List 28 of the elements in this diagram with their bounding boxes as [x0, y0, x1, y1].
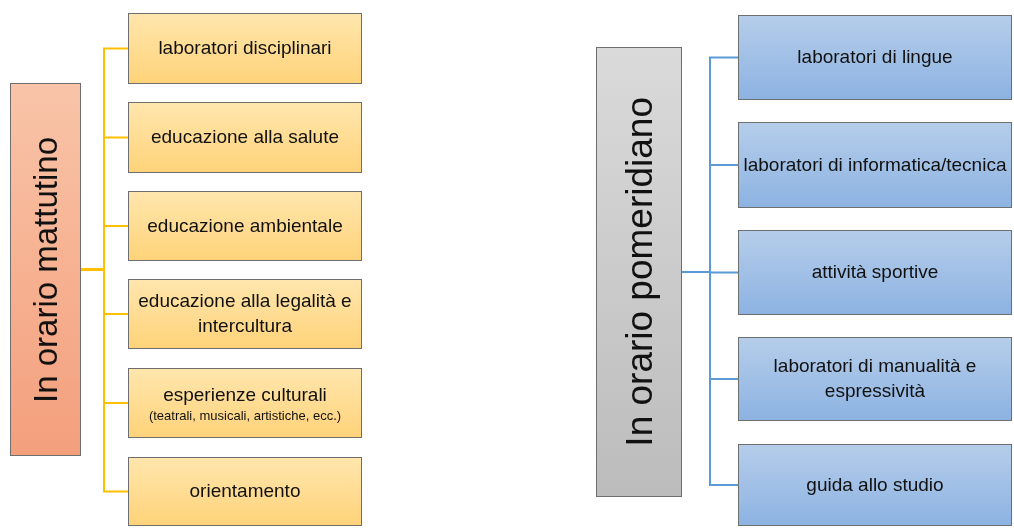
activity-box: [738, 230, 1012, 315]
activity-box: [128, 13, 362, 84]
connector-line: [681, 271, 739, 486]
activity-label: laboratori di informatica/tecnica: [743, 152, 1007, 177]
activity-label: attività sportive: [811, 260, 939, 285]
activity-label: laboratori di lingue: [797, 45, 953, 70]
activity-box: [128, 191, 362, 261]
activity-label: educazione alla salute: [151, 125, 339, 150]
activity-box: [128, 457, 362, 526]
activity-label: esperienze culturali: [163, 382, 327, 407]
category-box: [10, 83, 81, 456]
activity-box: [128, 279, 362, 349]
category-label: In orario pomeridiano: [620, 97, 658, 447]
activity-box: [738, 444, 1012, 526]
activity-label: educazione ambientale: [147, 213, 343, 238]
activity-note: (teatrali, musicali, artistiche, ecc.): [148, 407, 342, 424]
category-label: In orario mattutino: [29, 136, 62, 403]
activity-label: orientamento: [189, 479, 301, 504]
activity-label: laboratori di manualità e espressività: [772, 354, 978, 403]
activity-box: [738, 122, 1012, 208]
activity-box: [128, 368, 362, 438]
category-box: [596, 47, 682, 497]
activity-box: [738, 337, 1012, 421]
activity-label: educazione alla legalità e intercultura: [137, 289, 353, 338]
activity-label: guida allo studio: [806, 472, 944, 497]
activity-box: [738, 15, 1012, 100]
activity-label: laboratori disciplinari: [158, 36, 332, 61]
activity-box: [128, 102, 362, 173]
